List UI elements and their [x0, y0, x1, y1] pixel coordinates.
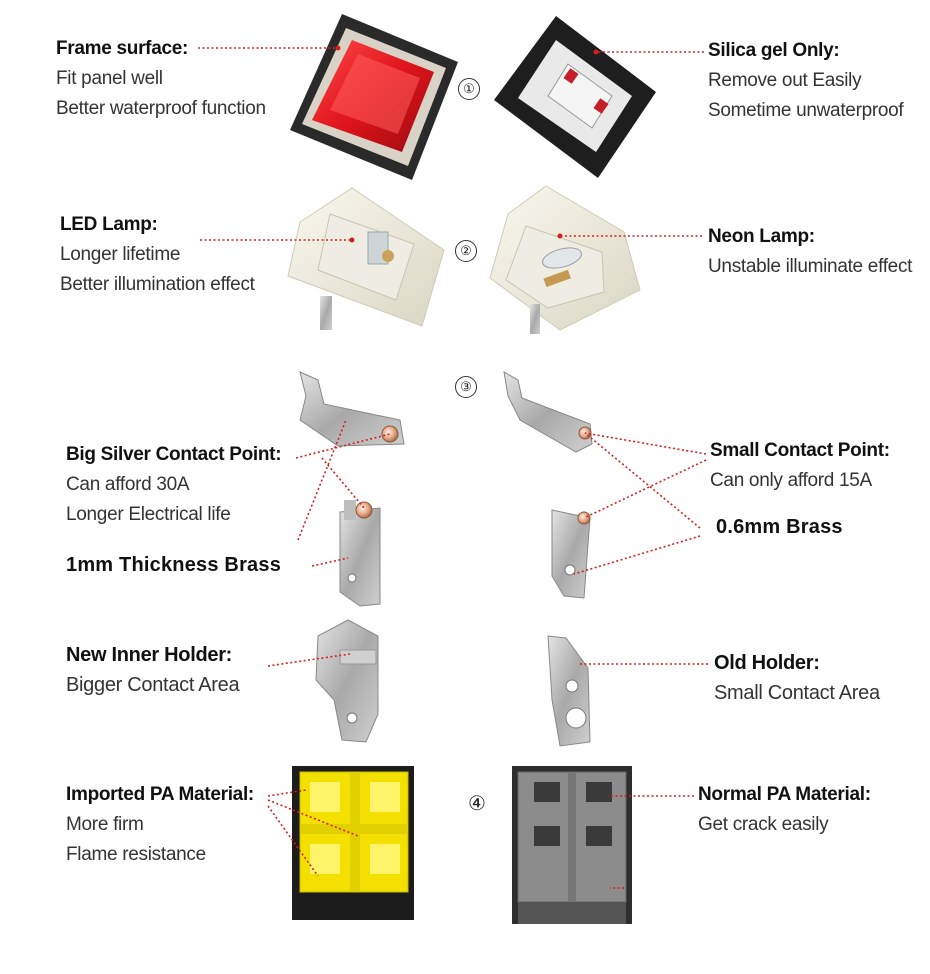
step-number-1: ① — [458, 78, 480, 100]
frame-surface-line-2: Better waterproof function — [56, 98, 266, 119]
led-lamp-line-1: Longer lifetime — [60, 244, 181, 265]
gray-pa-switch-image — [512, 766, 632, 924]
normal-pa-title: Normal PA Material: — [698, 784, 871, 805]
big-contact-line-2: Longer Electrical life — [66, 504, 231, 525]
neon-lamp-housing-image — [489, 185, 641, 334]
thin-brass-label: 0.6mm Brass — [716, 516, 843, 538]
silica-gel-line-1: Remove out Easily — [708, 70, 862, 91]
new-holder-line-1: Bigger Contact Area — [66, 674, 240, 696]
new-holder-title: New Inner Holder: — [66, 644, 233, 666]
neon-lamp-label: Neon Lamp: Unstable illuminate effect — [708, 222, 912, 282]
new-inner-holder-image — [315, 619, 379, 743]
normal-pa-label: Normal PA Material: Get crack easily — [698, 780, 871, 840]
new-holder-label: New Inner Holder: Bigger Contact Area — [66, 640, 240, 700]
frame-surface-label: Frame surface: Fit panel well Better wat… — [56, 34, 266, 124]
led-lamp-label: LED Lamp: Longer lifetime Better illumin… — [60, 210, 255, 300]
imported-pa-label: Imported PA Material: More firm Flame re… — [66, 780, 254, 870]
black-switch-cap-image — [494, 16, 656, 178]
step-number-3: ③ — [455, 376, 477, 398]
thin-brass-terminal-image — [551, 509, 591, 599]
yellow-pa-switch-image — [292, 766, 414, 920]
step-number-4: ④ — [465, 792, 489, 816]
led-lamp-housing-image — [287, 187, 445, 330]
small-contact-title: Small Contact Point: — [710, 440, 890, 461]
old-holder-label: Old Holder: Small Contact Area — [714, 648, 880, 708]
neon-lamp-line-1: Unstable illuminate effect — [708, 256, 913, 277]
imported-pa-line-1: More firm — [66, 814, 144, 835]
led-lamp-line-2: Better illumination effect — [60, 274, 255, 295]
thick-brass-terminal-image — [339, 500, 381, 607]
normal-pa-line-1: Get crack easily — [698, 814, 829, 835]
small-contact-line-1: Can only afford 15A — [710, 470, 872, 491]
silica-gel-label: Silica gel Only: Remove out Easily Somet… — [708, 36, 904, 126]
step-number-2: ② — [455, 240, 477, 262]
frame-surface-title: Frame surface: — [56, 38, 189, 59]
big-contact-title: Big Silver Contact Point: — [66, 444, 282, 465]
thick-brass-label: 1mm Thickness Brass — [66, 554, 282, 576]
silica-gel-title: Silica gel Only: — [708, 40, 840, 61]
silica-gel-line-2: Sometime unwaterproof — [708, 100, 904, 121]
old-holder-title: Old Holder: — [714, 652, 820, 674]
old-holder-image — [547, 635, 591, 747]
big-contact-label: Big Silver Contact Point: Can afford 30A… — [66, 440, 282, 530]
small-contact-label: Small Contact Point: Can only afford 15A — [710, 436, 890, 496]
led-lamp-title: LED Lamp: — [60, 214, 158, 235]
small-contact-spring-image — [503, 371, 593, 453]
imported-pa-line-2: Flame resistance — [66, 844, 206, 865]
big-contact-spring-image — [299, 371, 405, 447]
imported-pa-title: Imported PA Material: — [66, 784, 254, 805]
leader-lines — [198, 45, 708, 889]
neon-lamp-title: Neon Lamp: — [708, 226, 815, 247]
frame-surface-line-1: Fit panel well — [56, 68, 163, 89]
old-holder-line-1: Small Contact Area — [714, 682, 880, 704]
red-switch-cap-image — [290, 14, 458, 180]
big-contact-line-1: Can afford 30A — [66, 474, 190, 495]
